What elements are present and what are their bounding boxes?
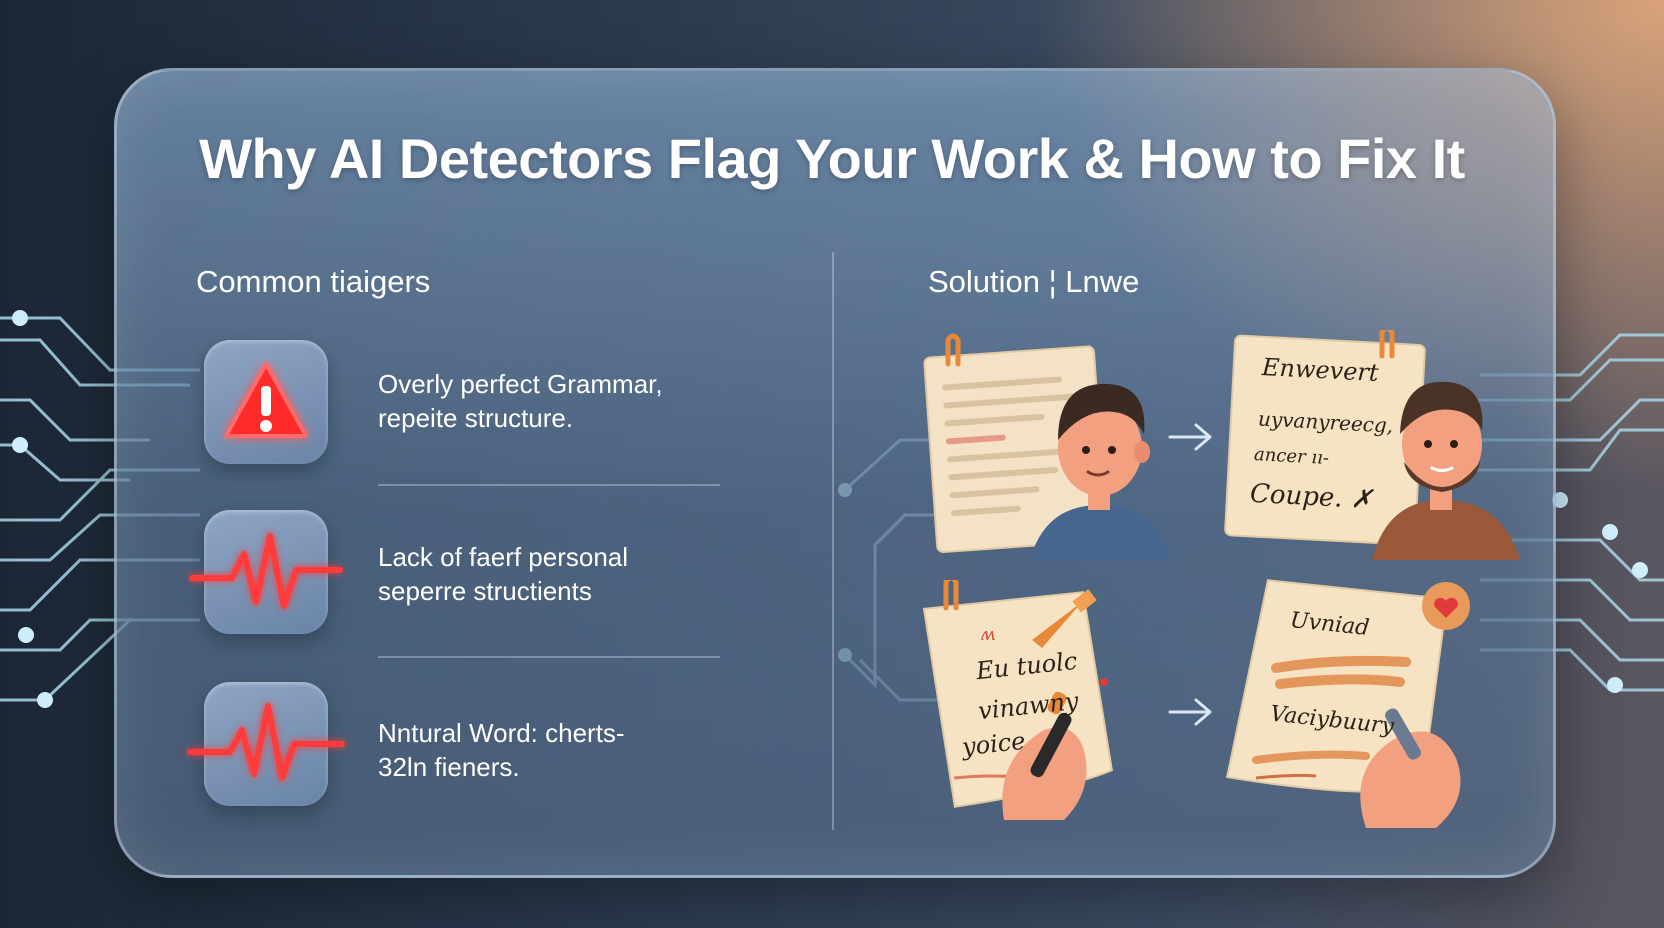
trigger-text-3: Nntural Word: cherts- 32ln fieners.	[378, 718, 625, 782]
paperclip-icon	[1379, 330, 1395, 359]
note-typed-document	[923, 333, 1170, 560]
trigger-icon-3	[187, 682, 345, 806]
note-handwritten-2	[922, 580, 1113, 820]
trigger-text-2: Lack of faerf personal seperre structien…	[378, 542, 629, 606]
arrow-right-icon	[1168, 423, 1212, 451]
paperclip-icon	[945, 333, 961, 367]
row-divider	[378, 484, 720, 486]
paperclip-icon	[943, 580, 959, 611]
trigger-icon-2	[189, 510, 343, 634]
note2-line: Coupe. ✗	[1249, 478, 1374, 516]
note-handwritten-3	[1225, 579, 1470, 828]
pulse-icon	[187, 703, 345, 781]
trigger-text-1: Overly perfect Grammar, repeite structur…	[378, 369, 663, 433]
pulse-icon	[189, 533, 343, 609]
page-title: Why AI Detectors Flag Your Work & How to…	[199, 127, 1465, 190]
note3-line: ʍ	[980, 624, 996, 645]
heart-icon	[1434, 597, 1458, 618]
triggers-heading: Common tiaigers	[196, 264, 431, 299]
note2-line: ancer ıı-	[1253, 444, 1330, 469]
pencil-icon	[1032, 602, 1082, 648]
solution-heading: Solution ¦ Lnwe	[928, 264, 1140, 299]
trigger-icon-1	[204, 340, 328, 464]
note-handwritten-1	[1224, 330, 1520, 560]
column-divider	[832, 252, 834, 830]
warning-icon	[224, 362, 308, 438]
row-divider	[378, 656, 720, 658]
arrow-right-icon	[1168, 698, 1212, 726]
